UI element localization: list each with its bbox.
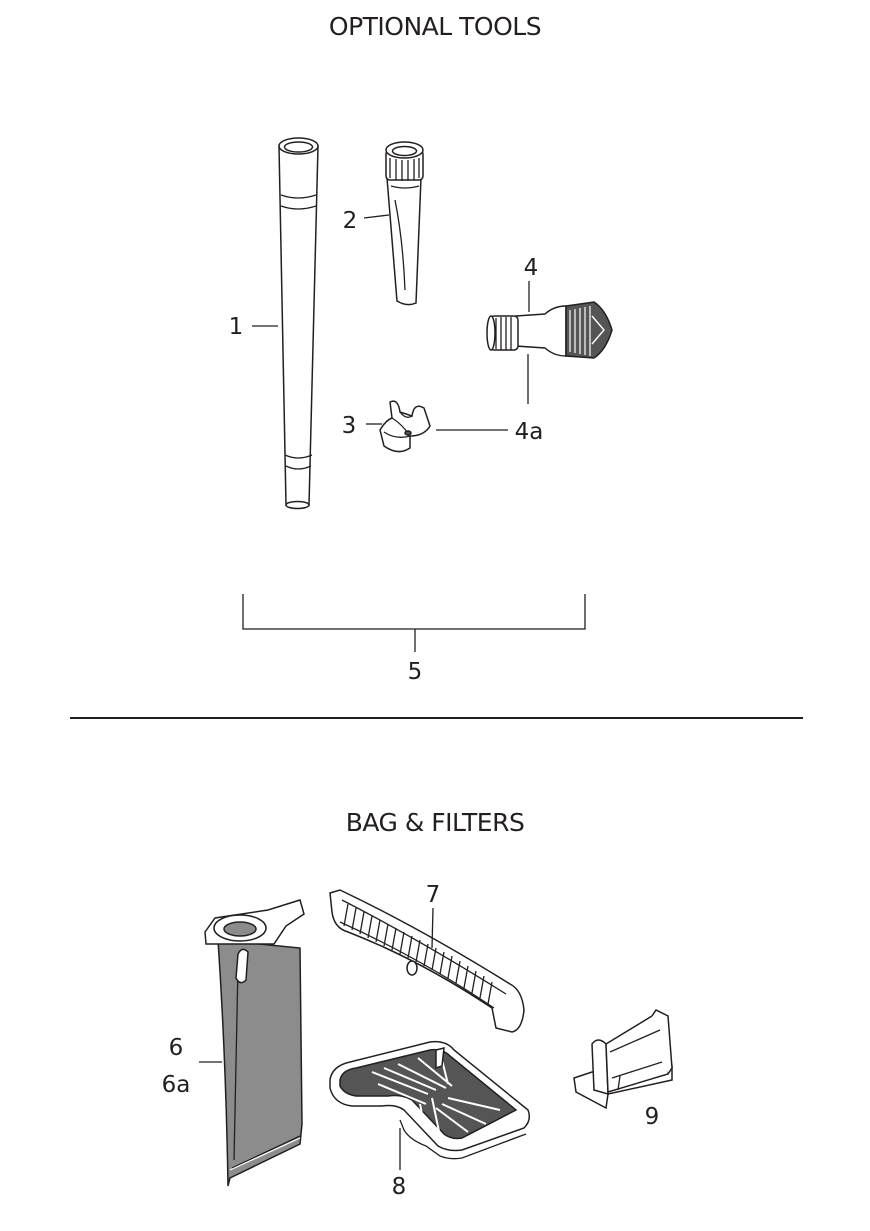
callout-9: 9	[645, 1104, 660, 1130]
tool-clip-part	[379, 400, 431, 453]
extension-wand-part	[278, 137, 319, 510]
dusting-brush-part	[486, 301, 613, 359]
callout-3: 3	[342, 413, 357, 439]
holder-part	[573, 1009, 673, 1110]
callout-4a: 4a	[515, 419, 544, 445]
callout-6: 6	[169, 1035, 184, 1061]
callout-1: 1	[229, 314, 244, 340]
callout-2: 2	[343, 208, 358, 234]
filter-frame-part	[329, 889, 525, 1033]
motor-filter-part	[329, 1040, 531, 1160]
leader-lines	[199, 214, 586, 1170]
section-divider	[70, 717, 803, 719]
callout-8: 8	[392, 1174, 407, 1200]
callout-4: 4	[524, 255, 539, 281]
dust-bag-part	[204, 899, 305, 1187]
callout-6a: 6a	[162, 1072, 191, 1098]
callout-7: 7	[426, 882, 441, 908]
bag-filters-title: BAG & FILTERS	[345, 808, 525, 837]
crevice-tool-part	[385, 141, 424, 306]
callout-5: 5	[408, 659, 423, 685]
optional-tools-title: OPTIONAL TOOLS	[328, 12, 542, 41]
